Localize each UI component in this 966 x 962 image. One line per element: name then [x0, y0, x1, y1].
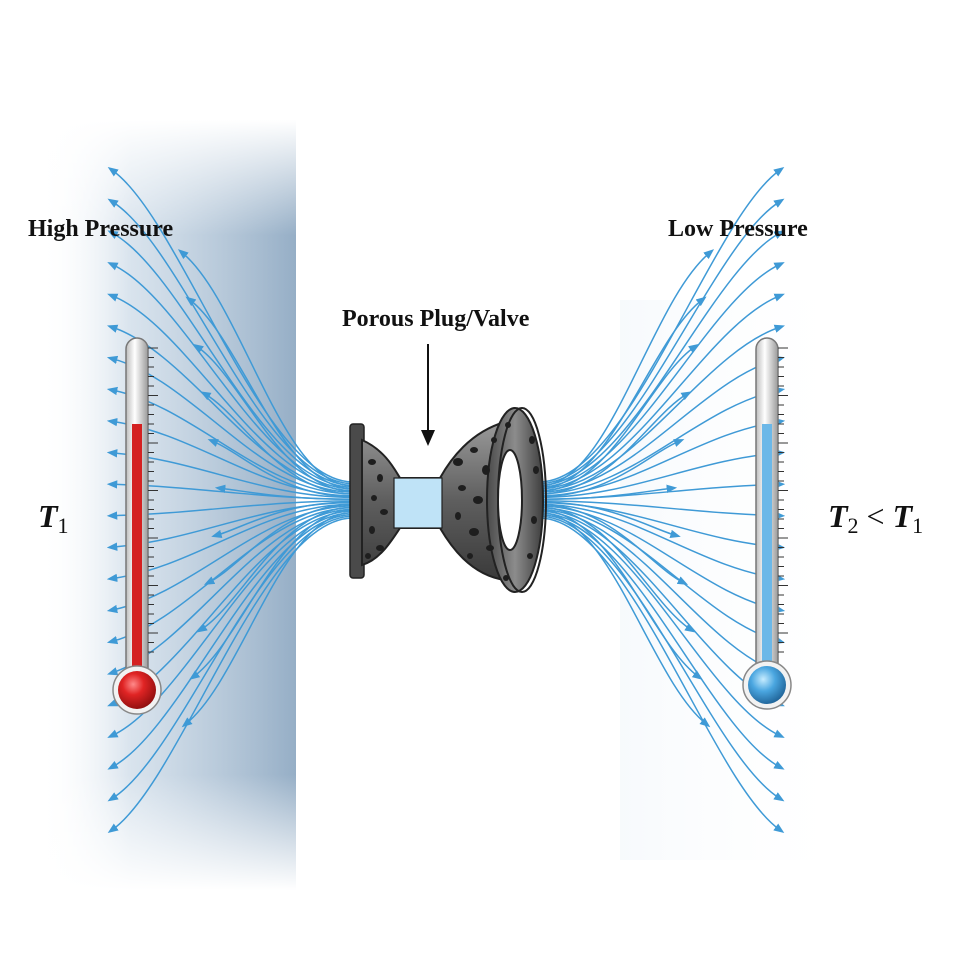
t2-subscript: 2 [847, 513, 859, 538]
low-pressure-region [620, 300, 860, 860]
flow-line [539, 517, 785, 834]
flow-line [539, 391, 692, 495]
flow-line [189, 509, 353, 680]
flow-line [203, 503, 353, 585]
flow-line [539, 324, 785, 492]
flow-line [539, 198, 785, 485]
flow-line [107, 293, 353, 490]
low-pressure-label: Low Pressure [668, 216, 808, 242]
thermometer-hot-icon [112, 337, 162, 715]
t1-label: T1 [38, 498, 69, 539]
t2-rhs-subscript: 1 [912, 513, 924, 538]
flow-line [107, 262, 353, 488]
flow-line [207, 439, 353, 498]
flow-line [539, 511, 711, 728]
flow-line [539, 386, 786, 495]
flow-line [107, 517, 353, 834]
flow-line [539, 500, 786, 520]
t1-symbol: T [38, 498, 58, 534]
flow-line [107, 198, 353, 485]
flow-lines-low-pressure [539, 166, 786, 834]
flow-line [539, 503, 689, 585]
flow-line [539, 503, 786, 583]
porous-plug-icon [349, 407, 547, 593]
flow-line [539, 506, 696, 633]
flow-line [539, 506, 786, 645]
flow-line [539, 439, 685, 498]
flow-line [539, 513, 785, 770]
t2-symbol: T [828, 498, 848, 534]
flow-line [539, 509, 703, 680]
flow-lines-high-pressure [106, 166, 353, 834]
flow-line [539, 501, 681, 539]
thermometer-cold-icon [742, 337, 792, 710]
less-than-sign: < [866, 498, 885, 534]
flow-line [539, 293, 785, 490]
flow-line [214, 484, 353, 501]
flow-line [181, 511, 353, 728]
high-pressure-label: High Pressure [28, 216, 174, 242]
flow-line [200, 391, 353, 495]
flow-line [107, 513, 353, 770]
flow-line [539, 262, 785, 488]
porous-plug-label: Porous Plug/Valve [342, 306, 530, 332]
flow-line [211, 501, 353, 539]
flow-line [539, 484, 678, 501]
flow-line [196, 506, 353, 633]
t1-subscript: 1 [57, 513, 69, 538]
down-arrow-icon [421, 344, 435, 446]
t2-rhs-symbol: T [892, 498, 913, 534]
flow-line [539, 449, 786, 499]
t2-relation-label: T2<T1 [828, 498, 923, 539]
